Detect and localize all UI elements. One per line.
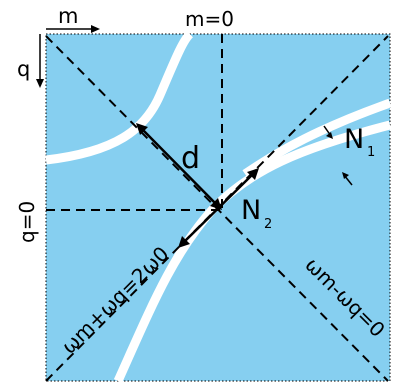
distance-arrow [140,127,218,206]
n1-arrowhead-bottom [342,172,349,179]
distance-arrowhead-start [136,123,148,135]
distance-label: d [181,141,200,176]
n2-arrow [182,172,255,244]
upper-left-curve [45,30,194,165]
n2-arrowhead-lower [178,236,190,248]
n2-arrowhead-upper [247,168,259,180]
upper-right-curve [242,98,392,178]
n1-arrowhead-top [326,132,333,139]
m-zero-label: m=0 [185,7,234,31]
m-axis-label: m [58,4,78,28]
n1-subscript: 1 [367,145,375,160]
n1-label: N [344,124,364,155]
n2-subscript: 2 [264,217,272,232]
q-axis-label: q [17,57,30,81]
n2-label: N [241,195,261,226]
m-axis-arrowhead [91,25,100,33]
q-zero-label: q=0 [15,201,39,243]
q-axis-arrowhead [36,79,44,88]
